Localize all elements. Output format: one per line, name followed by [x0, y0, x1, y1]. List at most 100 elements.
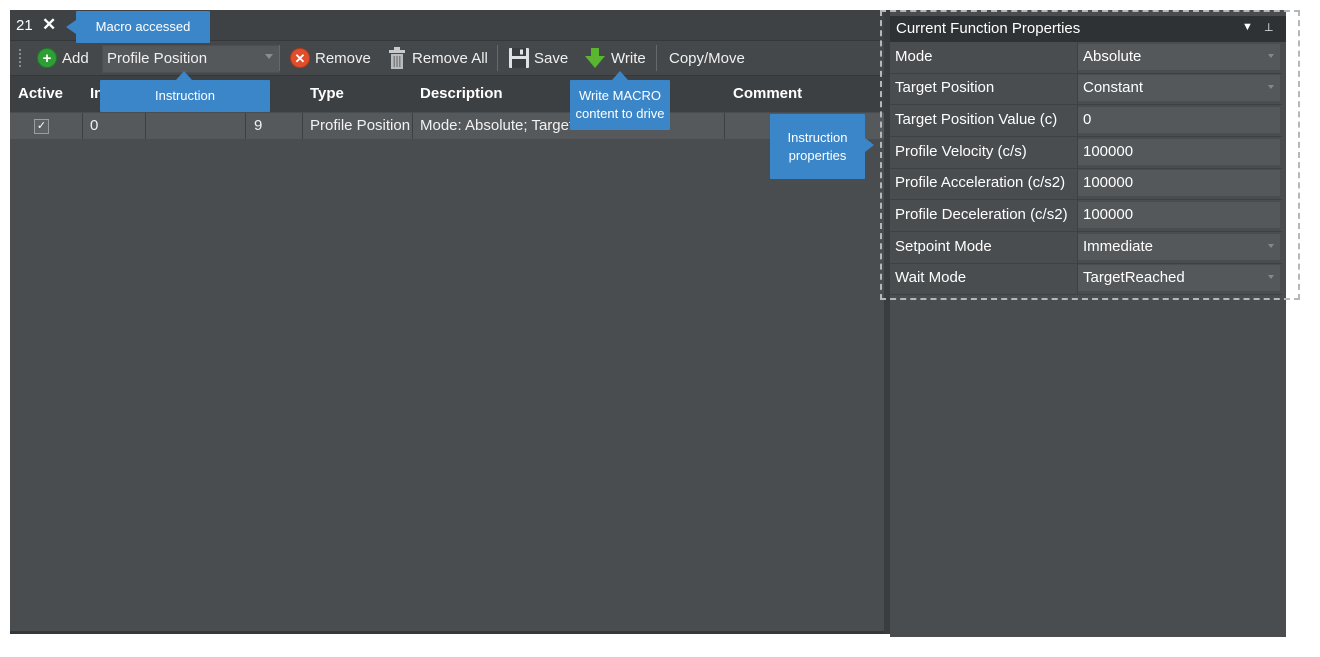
property-row: Profile Deceleration (c/s2) 100000 — [890, 200, 1282, 232]
add-button[interactable]: + Add — [37, 41, 89, 75]
property-divider — [1077, 168, 1078, 199]
property-value-input[interactable]: 100000 — [1078, 139, 1280, 165]
property-value-input[interactable]: 100000 — [1078, 170, 1280, 196]
cell-size: 9 — [254, 117, 263, 134]
column-header-type[interactable]: Type — [310, 85, 344, 102]
dropdown-arrow-icon[interactable]: ▼ — [1242, 21, 1253, 33]
remove-icon: ✕ — [290, 48, 310, 68]
table-row[interactable]: ✓ 0 9 Profile Position Mode: Absolute; T… — [10, 113, 884, 139]
property-label: Target Position — [895, 79, 995, 96]
write-button-label: Write — [611, 49, 646, 67]
callout-macro-accessed-text: Macro accessed — [95, 19, 191, 34]
property-label: Profile Acceleration (c/s2) — [895, 174, 1066, 191]
column-header-active[interactable]: Active — [18, 85, 64, 102]
copy-move-button-label: Copy/Move — [669, 49, 745, 67]
property-row: Profile Acceleration (c/s2) 100000 — [890, 168, 1282, 200]
callout-macro-accessed: Macro accessed — [76, 11, 210, 43]
cell-type: Profile Position — [310, 117, 411, 134]
save-button[interactable]: Save — [509, 41, 568, 75]
property-row: Mode Absolute — [890, 42, 1282, 74]
property-value-text: 0 — [1083, 111, 1092, 128]
property-value-text: 100000 — [1083, 143, 1134, 160]
property-label: Setpoint Mode — [895, 238, 992, 255]
property-value-text: 100000 — [1083, 206, 1134, 223]
chevron-down-icon — [1268, 85, 1274, 89]
callout-instruction-properties-line1: Instruction — [787, 129, 848, 145]
remove-all-button[interactable]: Remove All — [387, 41, 488, 75]
cell-divider — [302, 113, 303, 139]
callout-instruction-text: Instruction — [155, 88, 215, 103]
horizontal-scrollbar[interactable] — [10, 631, 884, 634]
property-value-text: Absolute — [1083, 48, 1142, 65]
instruction-select[interactable]: Profile Position — [102, 45, 280, 73]
property-divider — [1077, 200, 1078, 231]
remove-all-button-label: Remove All — [412, 49, 488, 67]
copy-move-button[interactable]: Copy/Move — [669, 41, 745, 75]
add-icon: + — [37, 48, 57, 68]
property-label: Profile Velocity (c/s) — [895, 143, 1027, 160]
property-value-input[interactable]: 100000 — [1078, 202, 1280, 228]
remove-button-label: Remove — [315, 49, 371, 67]
chevron-down-icon — [265, 54, 273, 59]
floppy-disk-icon — [509, 48, 529, 68]
callout-instruction-properties: Instruction properties — [770, 114, 865, 179]
callout-pointer — [176, 71, 192, 80]
macro-toolbar: + Add Profile Position ✕ Remove Remove A… — [10, 40, 884, 76]
property-value-text: 100000 — [1083, 174, 1134, 191]
column-header-description[interactable]: Description — [420, 85, 503, 102]
property-value-text: TargetReached — [1083, 269, 1185, 286]
toolbar-grip-handle[interactable] — [19, 49, 21, 67]
property-row: Target Position Constant — [890, 73, 1282, 105]
property-divider — [1077, 73, 1078, 104]
toolbar-divider — [497, 45, 498, 71]
chevron-down-icon — [1268, 244, 1274, 248]
cell-divider — [412, 113, 413, 139]
column-header-comment[interactable]: Comment — [733, 85, 803, 102]
cell-divider — [724, 113, 725, 139]
macro-editor-panel: 21 ✕ + Add Profile Position ✕ Remove — [10, 10, 884, 634]
callout-instruction: Instruction — [100, 80, 270, 112]
property-value-select[interactable]: Absolute — [1078, 44, 1280, 70]
toolbar-divider — [279, 45, 280, 71]
property-label: Target Position Value (c) — [895, 111, 1058, 128]
instruction-select-value: Profile Position — [107, 50, 208, 67]
callout-write-macro-line1: Write MACRO — [578, 88, 662, 103]
callout-write-macro-line2: content to drive — [575, 106, 665, 121]
cell-index: 0 — [90, 117, 99, 134]
callout-pointer — [66, 20, 76, 34]
panel-splitter[interactable] — [884, 10, 890, 634]
remove-button[interactable]: ✕ Remove — [290, 41, 371, 75]
close-icon[interactable]: ✕ — [42, 15, 57, 34]
callout-instruction-properties-line2: properties — [788, 147, 847, 163]
property-value-text: Immediate — [1083, 238, 1154, 255]
function-properties-panel: Current Function Properties ▼ ⊥ Mode Abso… — [890, 10, 1286, 637]
property-label: Profile Deceleration (c/s2) — [895, 206, 1068, 223]
properties-title: Current Function Properties — [896, 20, 1081, 37]
active-checkbox[interactable]: ✓ — [34, 119, 49, 134]
property-row: Setpoint Mode Immediate — [890, 232, 1282, 264]
chevron-down-icon — [1268, 54, 1274, 58]
add-button-label: Add — [62, 49, 89, 67]
chevron-down-icon — [1268, 275, 1274, 279]
tab-macro-number[interactable]: 21 — [16, 17, 33, 34]
cell-divider — [82, 113, 83, 139]
callout-pointer — [865, 138, 874, 152]
property-label: Mode — [895, 48, 933, 65]
property-row: Target Position Value (c) 0 — [890, 105, 1282, 137]
property-value-text: Constant — [1083, 79, 1144, 96]
property-value-select[interactable]: Immediate — [1078, 234, 1280, 260]
property-value-select[interactable]: TargetReached — [1078, 265, 1280, 291]
property-value-select[interactable]: Constant — [1078, 75, 1280, 101]
save-button-label: Save — [534, 49, 569, 67]
property-label: Wait Mode — [895, 269, 967, 286]
property-divider — [1077, 137, 1078, 168]
callout-pointer — [612, 71, 628, 80]
property-row: Profile Velocity (c/s) 100000 — [890, 137, 1282, 169]
property-divider — [1077, 105, 1078, 136]
property-value-input[interactable]: 0 — [1078, 107, 1280, 133]
property-divider — [1077, 263, 1078, 294]
property-divider — [1077, 232, 1078, 263]
write-button[interactable]: Write — [584, 41, 646, 75]
pin-icon[interactable]: ⊥ — [1264, 22, 1274, 34]
toolbar-divider — [656, 45, 657, 71]
